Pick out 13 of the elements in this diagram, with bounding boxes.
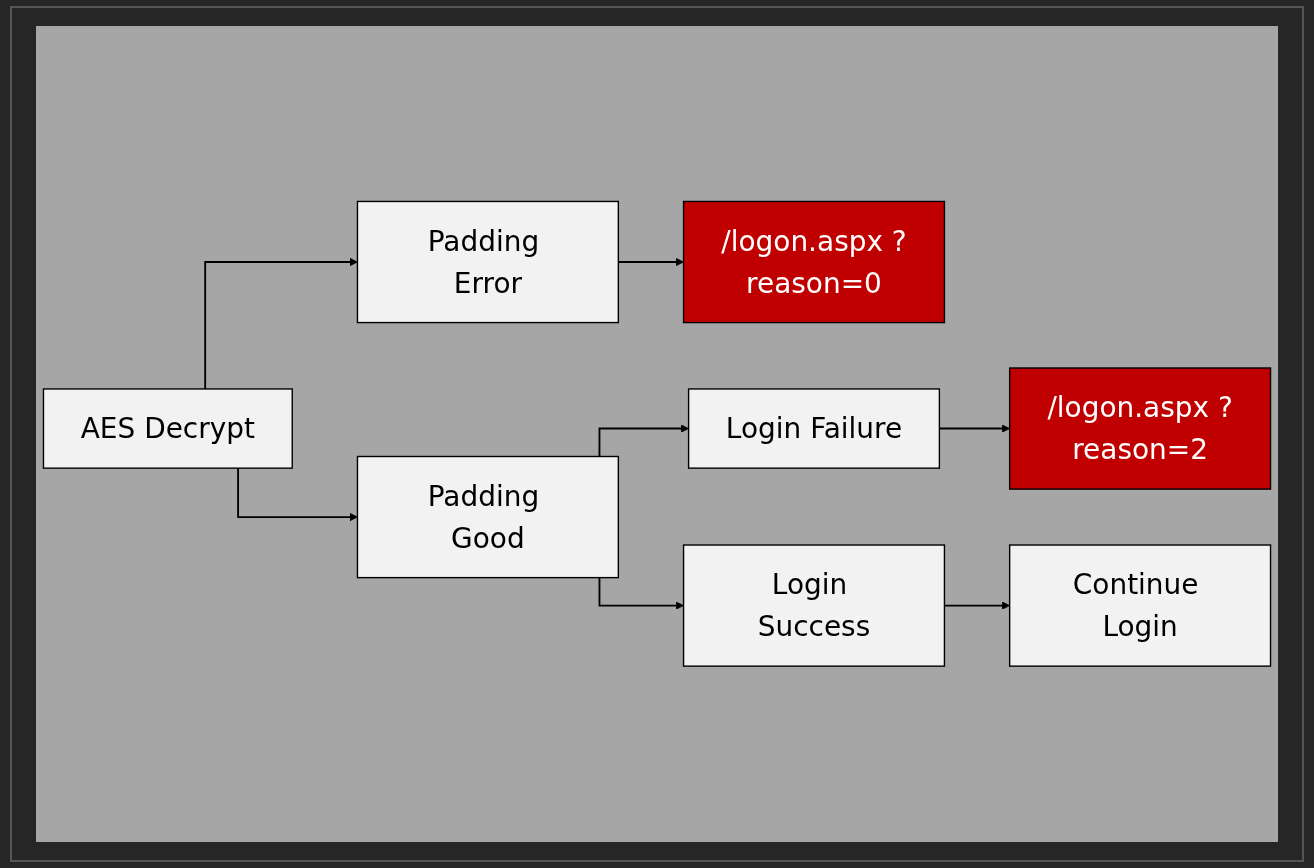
node-box: [687, 388, 941, 470]
node-box: [356, 200, 620, 324]
node-box: [1008, 544, 1272, 668]
arrow: [598, 424, 689, 458]
arrow: [237, 467, 358, 522]
diagram-panel: AES Decrypt Padding Error Padding Good /logon.aspx ?reason=0 Login Failure Login Success /logon.aspx ?reason=2 Continue Login: [36, 26, 1278, 842]
arrow: [204, 258, 358, 391]
node-box: [356, 456, 620, 579]
node-box: [1008, 367, 1272, 490]
node-box: [682, 544, 946, 668]
node-box: [682, 200, 946, 324]
arrow: [598, 576, 684, 610]
node-box: [42, 388, 293, 470]
